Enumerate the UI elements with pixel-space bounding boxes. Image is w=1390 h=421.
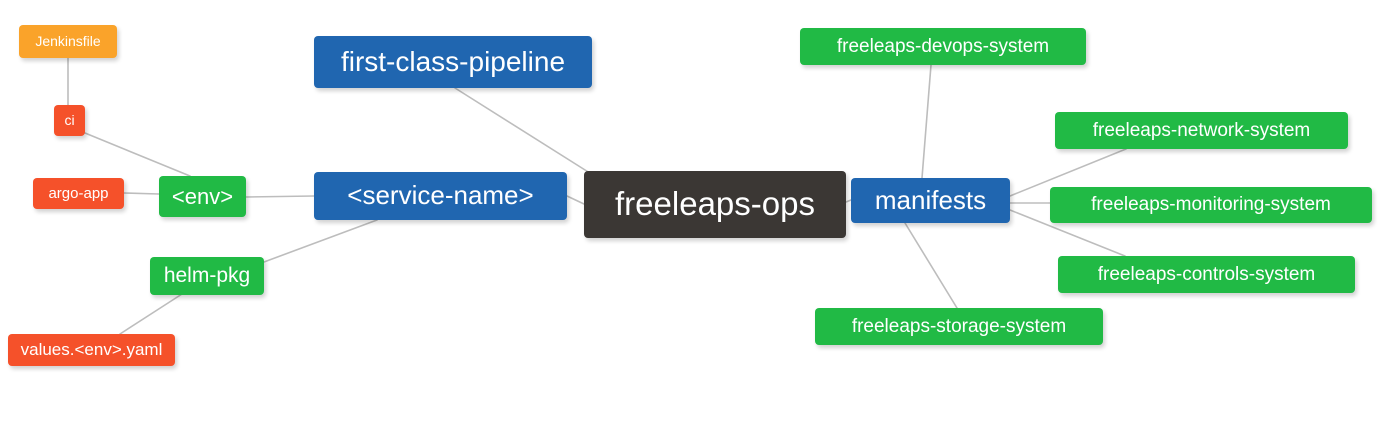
mindmap-node-label: ci <box>64 112 75 129</box>
mindmap-node-argo-app[interactable]: argo-app <box>33 178 124 209</box>
mindmap-node-env[interactable]: <env> <box>159 176 246 217</box>
mindmap-node-freeleaps-storage-system[interactable]: freeleaps-storage-system <box>815 308 1103 345</box>
mindmap-node-label: Jenkinsfile <box>35 33 101 50</box>
edge-env-to-ci <box>84 132 191 177</box>
mindmap-node-freeleaps-network-system[interactable]: freeleaps-network-system <box>1055 112 1348 149</box>
mindmap-node-label: values.<env>.yaml <box>20 340 163 360</box>
edge-helm-pkg-to-values-env-yaml <box>119 293 183 335</box>
mindmap-node-label: first-class-pipeline <box>340 46 566 78</box>
mindmap-node-ci[interactable]: ci <box>54 105 85 136</box>
mindmap-node-label: freeleaps-devops-system <box>836 35 1050 57</box>
mindmap-node-manifests[interactable]: manifests <box>851 178 1010 223</box>
mindmap-node-freeleaps-monitoring-system[interactable]: freeleaps-monitoring-system <box>1050 187 1372 223</box>
mindmap-node-label: argo-app <box>48 184 109 202</box>
mindmap-node-freeleaps-ops[interactable]: freeleaps-ops <box>584 171 846 238</box>
edge-manifests-to-freeleaps-devops-system <box>921 64 932 179</box>
mindmap-node-freeleaps-devops-system[interactable]: freeleaps-devops-system <box>800 28 1086 65</box>
mindmap-node-label: freeleaps-monitoring-system <box>1091 194 1331 216</box>
edge-freeleaps-ops-to-first-class-pipeline <box>454 87 594 176</box>
mindmap-node-label: helm-pkg <box>163 263 251 287</box>
mindmap-node-freeleaps-controls-system[interactable]: freeleaps-controls-system <box>1058 256 1355 293</box>
edge-service-name-to-helm-pkg <box>263 219 378 263</box>
mindmap-node-first-class-pipeline[interactable]: first-class-pipeline <box>314 36 592 88</box>
mindmap-node-jenkinsfile[interactable]: Jenkinsfile <box>19 25 117 58</box>
edge-service-name-to-env <box>245 195 315 198</box>
edge-env-to-argo-app <box>123 192 160 195</box>
mindmap-node-label: <env> <box>171 183 234 209</box>
mindmap-node-label: <service-name> <box>347 180 534 211</box>
mindmap-node-values-env-yaml[interactable]: values.<env>.yaml <box>8 334 175 366</box>
mindmap-node-label: freeleaps-ops <box>615 185 815 223</box>
mindmap-node-label: freeleaps-controls-system <box>1097 263 1316 285</box>
mindmap-node-label: manifests <box>874 184 987 215</box>
mindmap-node-label: freeleaps-network-system <box>1092 119 1311 141</box>
mindmap-node-service-name[interactable]: <service-name> <box>314 172 567 220</box>
mindmap-node-helm-pkg[interactable]: helm-pkg <box>150 257 264 295</box>
mindmap-node-label: freeleaps-storage-system <box>851 315 1067 337</box>
edge-freeleaps-ops-to-service-name <box>566 195 585 205</box>
edge-manifests-to-freeleaps-storage-system <box>904 222 958 309</box>
